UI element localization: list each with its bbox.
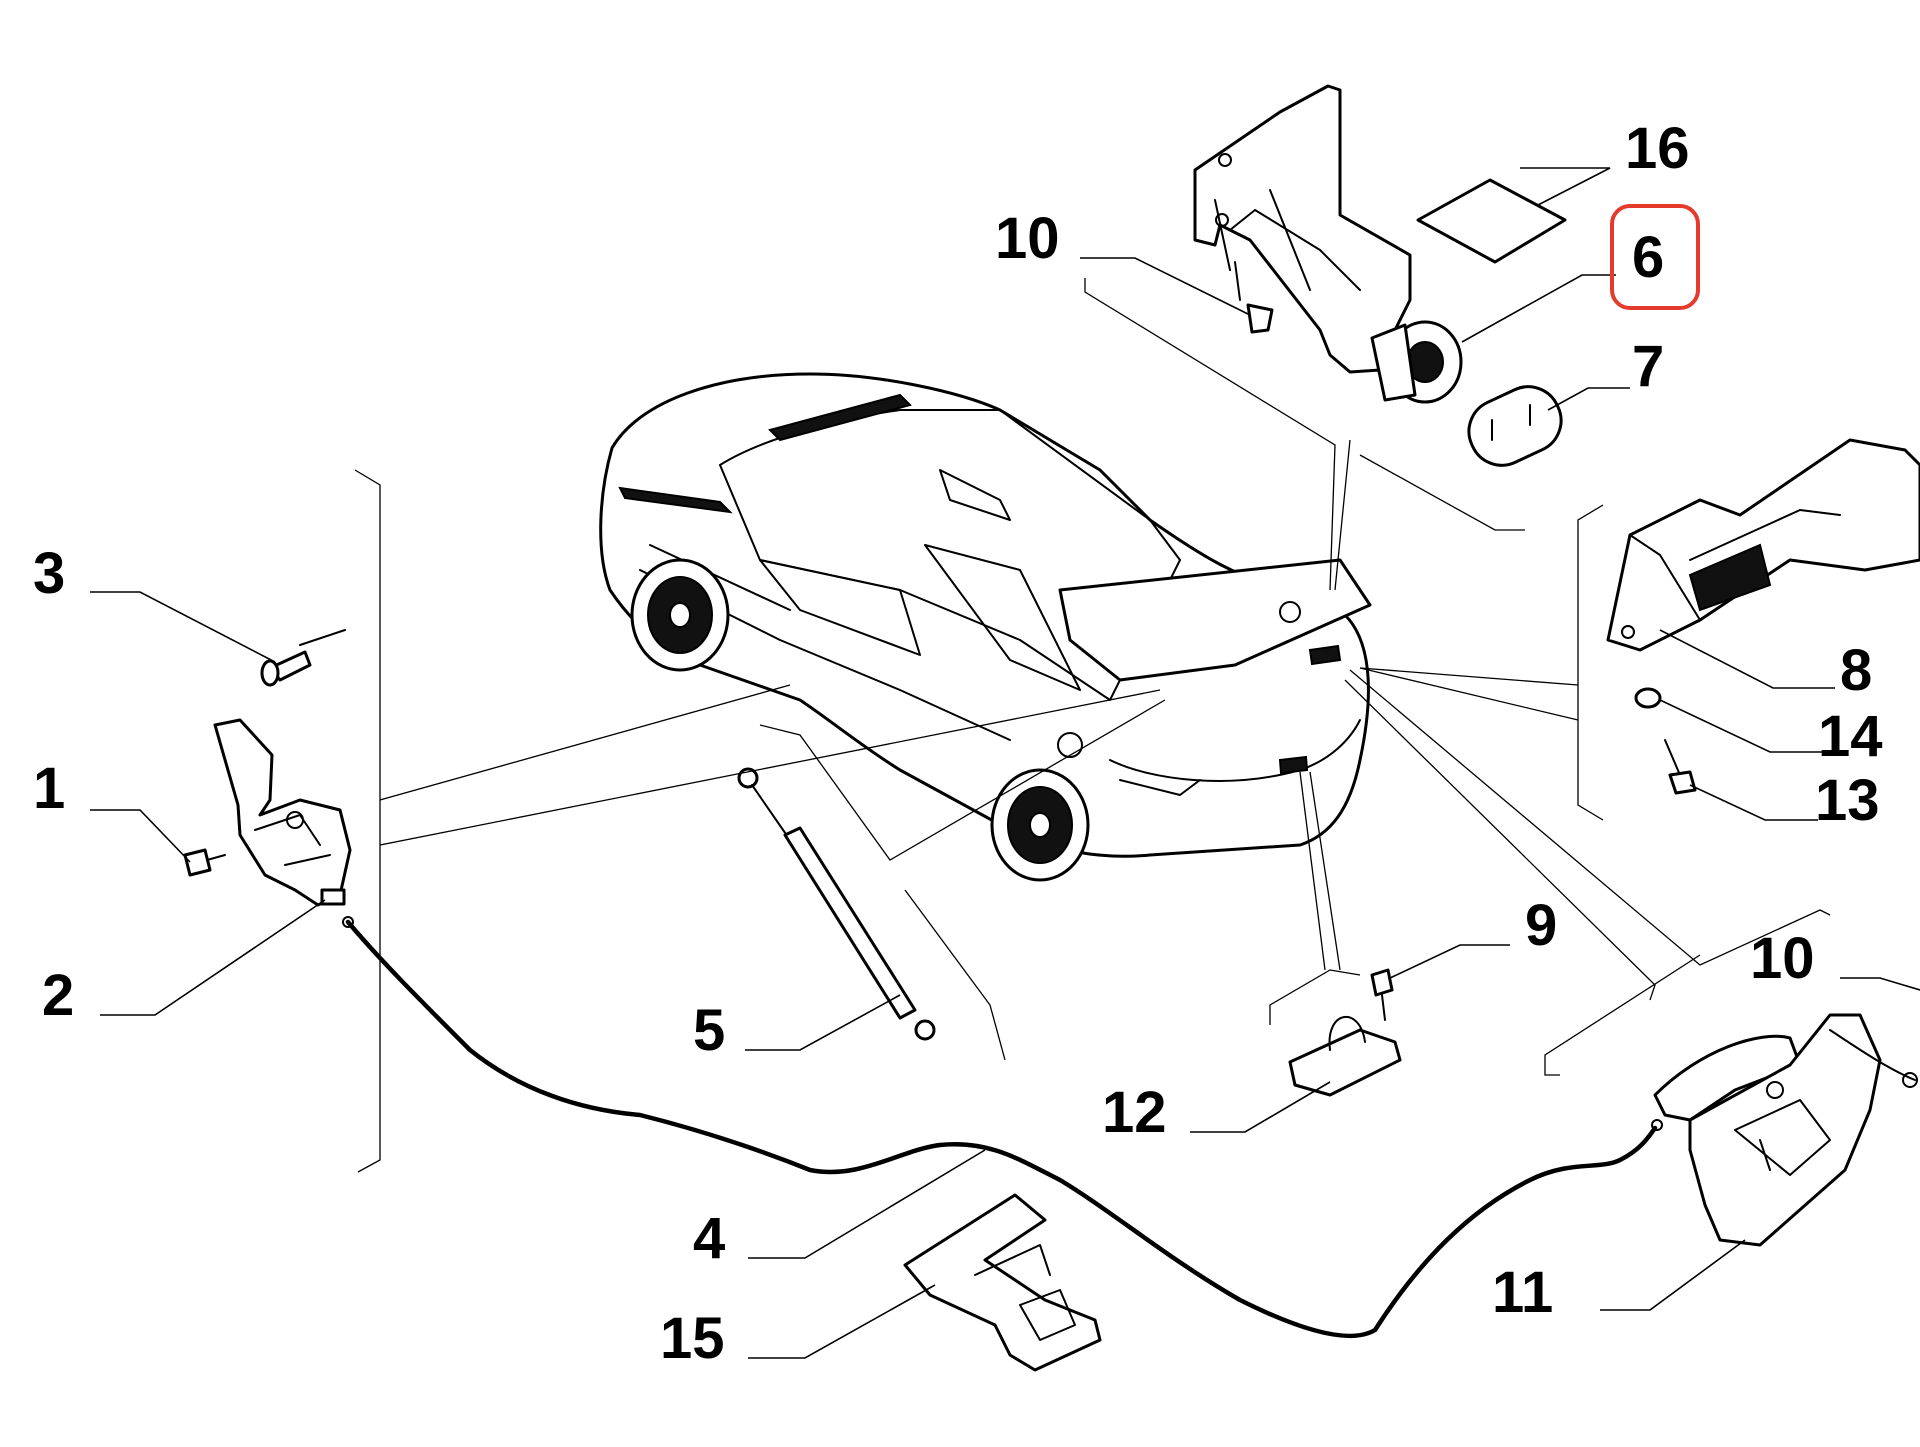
cable-end-left [342,916,354,928]
washer-14-part [1634,687,1662,709]
callout-1: 1 [33,756,65,821]
rear-wheel [990,768,1090,882]
callout-9: 9 [1525,893,1557,958]
callout-14: 14 [1818,704,1883,769]
bolt-13-part [1664,739,1697,795]
callout-5: 5 [693,998,725,1063]
tray-8-part [1606,438,1920,652]
lock-cylinder-bracket [1193,84,1463,404]
rivet-3-part [260,629,346,687]
trunk-lock-11-part [1653,1013,1918,1247]
callout-15: 15 [660,1306,725,1371]
callout-3: 3 [33,541,65,606]
callout-2: 2 [42,963,74,1028]
seal-7-part [1467,385,1563,467]
striker-12-part [1288,968,1402,1097]
cable-end-right [1651,1119,1663,1131]
callout-10-top: 10 [995,206,1060,271]
callout-6: 6 [1632,225,1664,290]
callout-4: 4 [693,1206,725,1271]
screw-10-top [1234,261,1274,334]
callout-7: 7 [1632,334,1664,399]
callout-11: 11 [1492,1260,1553,1325]
callout-6-highlight [1610,204,1700,310]
callout-13: 13 [1815,768,1880,833]
latch-2-part [213,718,352,907]
leader-lines [90,167,1920,1359]
release-cable-4 [345,919,1658,1339]
callout-10-right: 10 [1750,926,1815,991]
callout-8: 8 [1840,638,1872,703]
car-illustration [599,372,1372,882]
callout-numbers: 16 6 10 7 3 8 14 13 1 2 9 10 5 12 4 11 1… [33,116,1883,1371]
gas-strut-5-part [737,767,936,1041]
label-16-part [1416,178,1567,264]
bolt-1-part [183,848,226,877]
group-lines [354,278,1831,1173]
callout-16: 16 [1625,116,1690,181]
front-wheel [630,558,730,672]
callout-12: 12 [1102,1080,1167,1145]
handle-15-part [903,1193,1102,1372]
